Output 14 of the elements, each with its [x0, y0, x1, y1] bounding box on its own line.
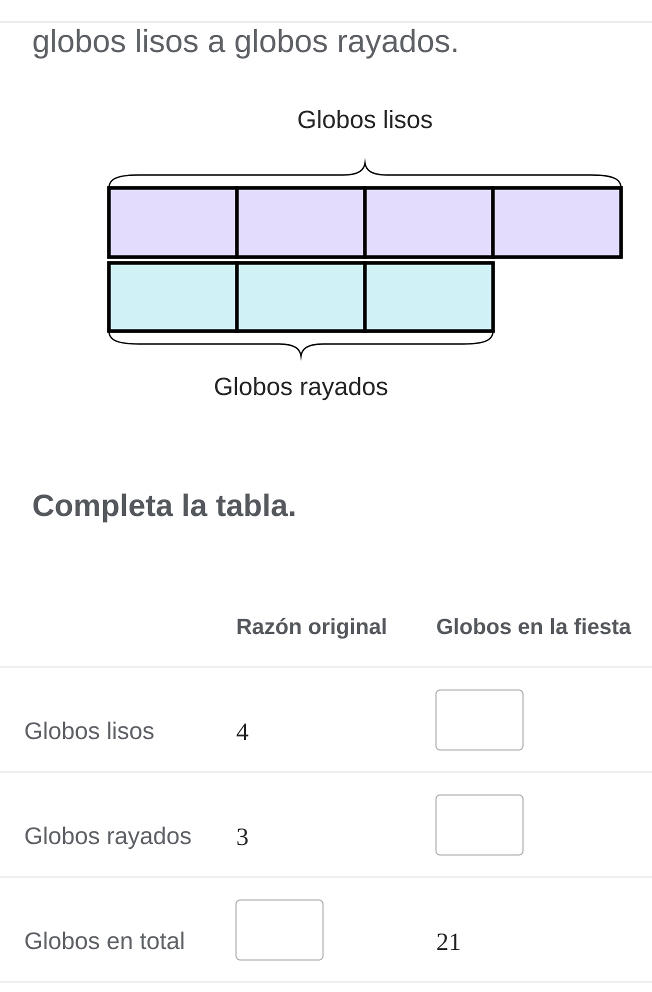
row-label: Globos rayados — [25, 826, 191, 849]
tape-cell — [363, 261, 495, 333]
column-header: Razón original — [238, 618, 386, 639]
table-number: 3 — [237, 828, 248, 846]
tape-cell — [491, 186, 623, 259]
table-number: 21 — [437, 934, 460, 950]
sentence-text: globos lisos a globos rayados. — [34, 28, 456, 59]
bar-label: Globos lisos — [298, 110, 432, 128]
column-header: Globos en la fiesta — [437, 618, 632, 634]
table-number: 4 — [236, 724, 248, 740]
row-label: Globos en total — [25, 932, 184, 950]
instruction-text: Completa la tabla. — [33, 494, 294, 522]
bar-label: Globos rayados — [215, 376, 388, 400]
row-label: Globos lisos — [25, 722, 154, 740]
